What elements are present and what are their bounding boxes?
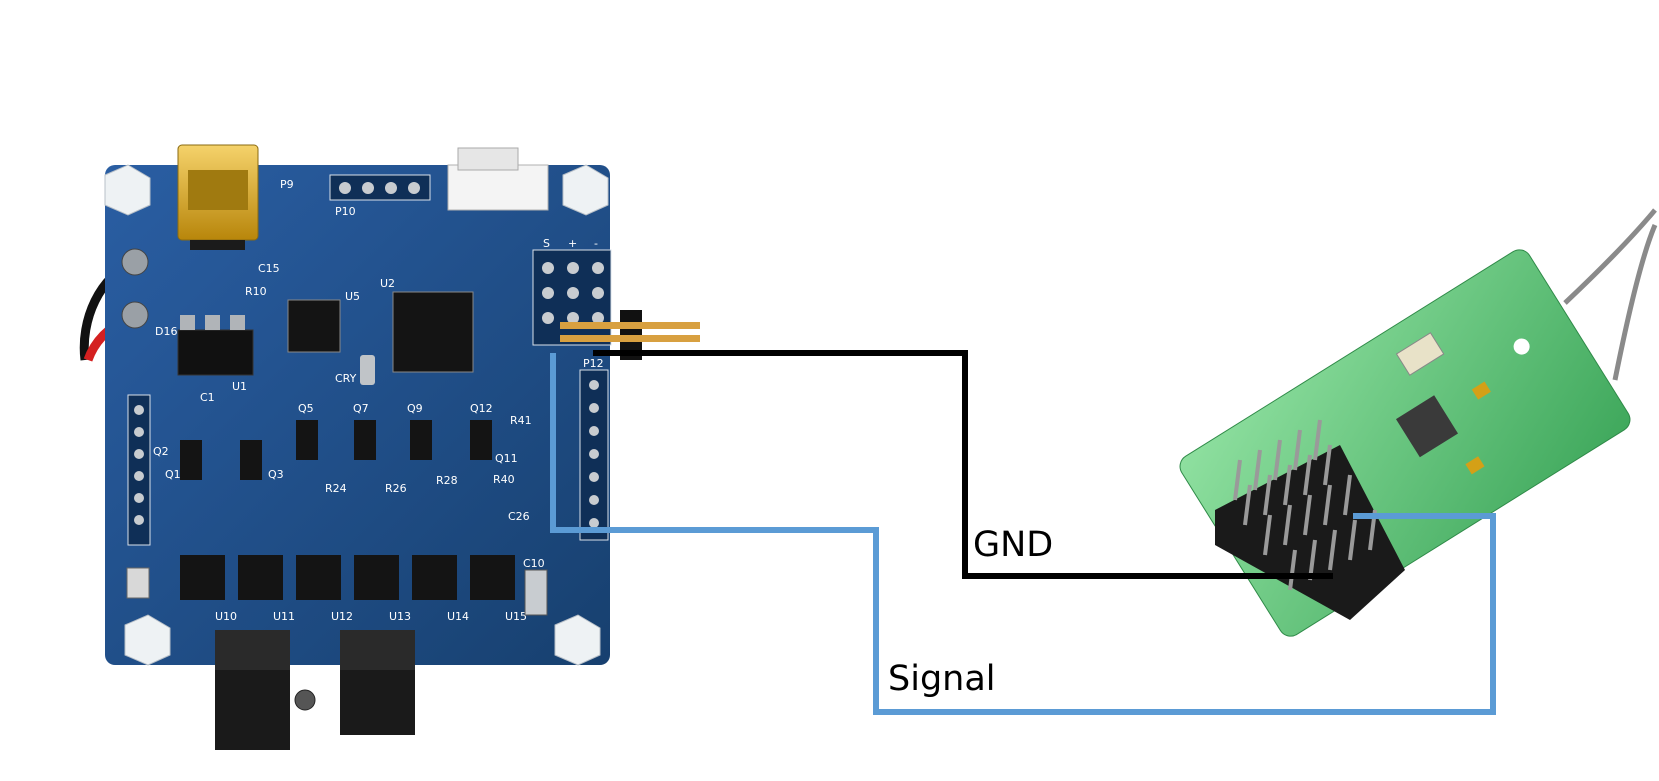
label-r41: R41 [510, 414, 532, 427]
label-r28: R28 [436, 474, 458, 487]
servo-controller-board: P9 P10 U1 D16 R10 C15 U5 [79, 144, 700, 750]
label-p12: P12 [583, 357, 604, 370]
signal-wire [550, 353, 1496, 715]
label-q3: Q3 [268, 468, 284, 481]
label-r26: R26 [385, 482, 407, 495]
label-u2: U2 [380, 277, 395, 290]
label-u12: U12 [331, 610, 353, 623]
driver-chip-row [180, 555, 515, 600]
label-c1: C1 [200, 391, 215, 404]
label-q12: Q12 [470, 402, 493, 415]
label-u1: U1 [232, 380, 247, 393]
microcontroller-u2 [392, 291, 474, 373]
chip-u5 [287, 299, 341, 353]
label-r10: R10 [245, 285, 267, 298]
label-u5: U5 [345, 290, 360, 303]
receiver-pin-header [1215, 419, 1405, 620]
label-r40: R40 [493, 473, 515, 486]
p10-header [329, 174, 431, 201]
voltage-regulator [177, 315, 254, 376]
label-u14: U14 [447, 610, 469, 623]
label-u15: U15 [505, 610, 527, 623]
label-u13: U13 [389, 610, 411, 623]
label-r24: R24 [325, 482, 347, 495]
label-q9: Q9 [407, 402, 423, 415]
servo-plugs [215, 630, 415, 750]
label-c10: C10 [523, 557, 545, 570]
push-button [126, 567, 150, 599]
label-q5: Q5 [298, 402, 314, 415]
mounting-standoffs [104, 164, 609, 666]
gnd-wire [593, 350, 1333, 579]
label-c26: C26 [508, 510, 530, 523]
controller-pcb [105, 165, 610, 665]
mount-hole [1513, 338, 1530, 355]
label-q11: Q11 [495, 452, 518, 465]
crystal [360, 355, 375, 385]
receiver-pcb [1179, 249, 1631, 637]
gnd-label: GND [973, 525, 1053, 565]
antenna-wire [1612, 224, 1658, 381]
transistor-array [180, 420, 492, 480]
antenna-wire [1563, 208, 1657, 305]
signal-label: Signal [888, 659, 996, 699]
left-header [127, 394, 151, 546]
label-q2: Q2 [153, 445, 169, 458]
capacitor-c10 [524, 569, 548, 616]
crystal-oscillator [1395, 332, 1445, 376]
label-header-s: S [543, 237, 550, 250]
servo-header [532, 249, 612, 346]
receiver-chip [1395, 395, 1459, 458]
jst-connector [447, 147, 549, 211]
tantalum-cap [1471, 381, 1491, 400]
label-u10: U10 [215, 610, 237, 623]
label-header-minus: - [594, 237, 598, 250]
label-header-plus: + [568, 237, 577, 250]
label-u11: U11 [273, 610, 295, 623]
label-p9: P9 [280, 178, 294, 191]
p12-header [579, 369, 609, 541]
tantalum-cap [1465, 456, 1485, 475]
right-angle-pins [560, 310, 700, 360]
label-q7: Q7 [353, 402, 369, 415]
label-p10: P10 [335, 205, 356, 218]
label-cry: CRY [335, 372, 357, 385]
label-d16: D16 [155, 325, 177, 338]
rc-receiver [1179, 208, 1658, 637]
usb-connector [177, 144, 259, 250]
label-q1: Q1 [165, 468, 181, 481]
label-c15: C15 [258, 262, 280, 275]
